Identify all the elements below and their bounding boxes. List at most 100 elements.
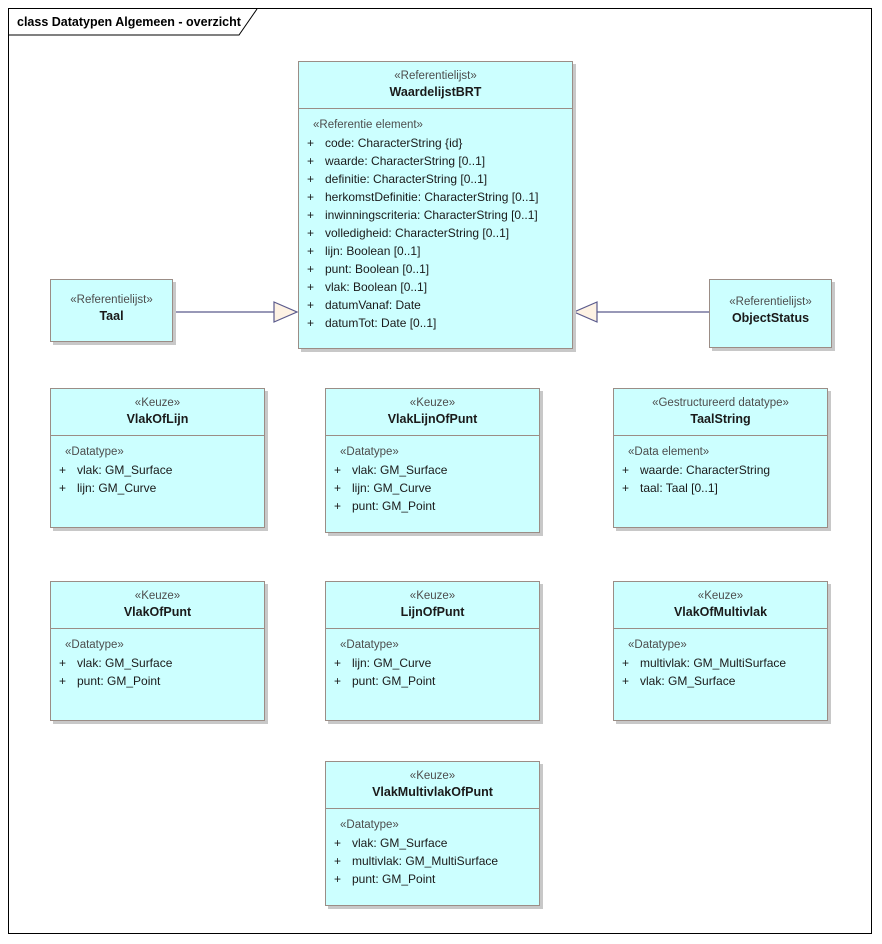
attribute-visibility: + (307, 136, 315, 150)
class-vlakmultivlakofpunt-attributes: «Datatype» + vlak: GM_Surface +multivlak: … (326, 809, 539, 896)
class-objectstatus-header: «Referentielijst» ObjectStatus (710, 280, 831, 334)
class-waardelijstbrt-stereotype: «Referentielijst» (394, 70, 477, 82)
attribute-text: herkomstDefinitie: CharacterString [0..1… (325, 190, 539, 204)
attribute-visibility: + (59, 481, 67, 495)
class-vlakofpunt-attribute-list: + vlak: GM_Surface + punt: GM_Point (51, 654, 264, 690)
class-vlakofpunt-header: «Keuze» VlakOfPunt (51, 582, 264, 629)
attribute-visibility: + (334, 656, 342, 670)
class-vlakoflijn-header: «Keuze» VlakOfLijn (51, 389, 264, 436)
class-vlaklijnofpunt-compartment-stereotype: «Datatype» (340, 446, 399, 458)
class-vlaklijnofpunt-name: VlakLijnOfPunt (387, 412, 478, 426)
attribute-row: +vlak: GM_Surface (614, 672, 827, 690)
class-taalstring-attributes: «Data element» +waarde: CharacterString+… (614, 436, 827, 505)
attribute-row: + herkomstDefinitie: CharacterString [0..… (299, 188, 572, 206)
attribute-row: +punt: GM_Point (326, 672, 539, 690)
class-taalstring-attribute-list: +waarde: CharacterString+taal: Taal [0..… (614, 461, 827, 497)
class-vlakmultivlakofpunt-name: VlakMultivlakOfPunt (372, 785, 493, 799)
class-vlakoflijn-name: VlakOfLijn (126, 412, 189, 426)
attribute-text: punt: GM_Point (77, 674, 161, 688)
attribute-text: taal: Taal [0..1] (640, 481, 718, 495)
attribute-text: volledigheid: CharacterString [0..1] (325, 226, 510, 240)
class-waardelijstbrt-header: «Referentielijst» WaardelijstBRT (299, 62, 572, 109)
class-vlaklijnofpunt-stereotype: «Keuze» (409, 397, 456, 409)
class-vlakmultivlakofpunt-compartment-stereotype: «Datatype» (340, 819, 399, 831)
class-vlakofmultivlak[interactable]: «Keuze» VlakOfMultivlak «Datatype» +mult… (613, 581, 828, 721)
generalization-taal-to-waardelijstbrt (173, 301, 299, 323)
attribute-text: datumTot: Date [0..1] (325, 316, 437, 330)
class-taal-header: «Referentielijst» Taal (51, 280, 172, 332)
attribute-text: vlak: GM_Surface (352, 836, 448, 850)
attribute-visibility: + (307, 172, 315, 186)
class-vlakofpunt[interactable]: «Keuze» VlakOfPunt «Datatype» +vlak: GM_… (50, 581, 265, 721)
attribute-row: + vlak: GM_Surface (51, 654, 264, 672)
attribute-visibility: + (334, 481, 342, 495)
attribute-visibility: + (334, 674, 342, 688)
attribute-visibility: + (307, 280, 315, 294)
class-vlakmultivlakofpunt-stereotype: «Keuze» (409, 770, 456, 782)
attribute-row: + vlak: GM_Surface (326, 461, 539, 479)
class-vlaklijnofpunt[interactable]: «Keuze» VlakLijnOfPunt «Datatype» + vlak:… (325, 388, 540, 533)
class-vlakofpunt-stereotype: «Keuze» (134, 590, 181, 602)
class-vlakofmultivlak-header: «Keuze» VlakOfMultivlak (614, 582, 827, 629)
class-vlakoflijn[interactable]: «Keuze» VlakOfLijn «Datatype» +vlak: GM_… (50, 388, 265, 528)
generalization-objectstatus-to-waardelijstbrt (572, 301, 709, 323)
attribute-visibility: + (334, 872, 342, 886)
attribute-text: vlak: GM_Surface (352, 463, 448, 477)
attribute-visibility: + (334, 499, 342, 513)
attribute-text: waarde: CharacterString [0..1] (325, 154, 486, 168)
attribute-visibility: + (307, 190, 315, 204)
class-waardelijstbrt[interactable]: «Referentielijst» WaardelijstBRT «Refere… (298, 61, 573, 349)
attribute-row: + lijn: GM_Curve (326, 479, 539, 497)
class-lijnofpunt[interactable]: «Keuze» LijnOfPunt «Datatype» +lijn: GM_… (325, 581, 540, 721)
attribute-row: + datumVanaf: Date (299, 296, 572, 314)
attribute-text: punt: GM_Point (352, 872, 436, 886)
attribute-text: punt: Boolean [0..1] (325, 262, 430, 276)
attribute-visibility: + (307, 262, 315, 276)
class-vlakmultivlakofpunt-header: «Keuze» VlakMultivlakOfPunt (326, 762, 539, 809)
class-lijnofpunt-attributes: «Datatype» + lijn: GM_Curve +punt: GM_Poin… (326, 629, 539, 698)
attribute-row: +multivlak: GM_MultiSurface (326, 852, 539, 870)
attribute-text: waarde: CharacterString (640, 463, 771, 477)
class-taalstring[interactable]: «Gestructureerd datatype» TaalString «Da… (613, 388, 828, 528)
attribute-row: + punt: Boolean [0..1] (299, 260, 572, 278)
class-taalstring-stereotype: «Gestructureerd datatype» (652, 397, 789, 409)
class-vlakmultivlakofpunt-attribute-list: + vlak: GM_Surface +multivlak: GM_MultiSur… (326, 834, 539, 888)
attribute-row: +volledigheid: CharacterString [0..1] (299, 224, 572, 242)
class-vlakmultivlakofpunt[interactable]: «Keuze» VlakMultivlakOfPunt «Datatype» +… (325, 761, 540, 906)
attribute-row: +definitie: CharacterString [0..1] (299, 170, 572, 188)
attribute-text: lijn: GM_Curve (352, 656, 432, 670)
attribute-text: lijn: GM_Curve (77, 481, 157, 495)
class-lijnofpunt-attribute-list: + lijn: GM_Curve +punt: GM_Point (326, 654, 539, 690)
class-vlaklijnofpunt-attributes: «Datatype» + vlak: GM_Surface + lijn: GM_Cu… (326, 436, 539, 523)
frame-title-tab: class Datatypen Algemeen - overzicht (9, 9, 271, 36)
attribute-text: vlak: Boolean [0..1] (325, 280, 428, 294)
attribute-text: inwinningscriteria: CharacterString [0..… (325, 208, 538, 222)
attribute-visibility: + (334, 463, 342, 477)
attribute-row: + vlak: Boolean [0..1] (299, 278, 572, 296)
attribute-visibility: + (59, 674, 67, 688)
class-taal-stereotype: «Referentielijst» (70, 294, 153, 306)
attribute-row: +lijn: Boolean [0..1] (299, 242, 572, 260)
attribute-row: + lijn: GM_Curve (51, 479, 264, 497)
class-taal[interactable]: «Referentielijst» Taal (50, 279, 173, 342)
attribute-visibility: + (622, 674, 630, 688)
attribute-visibility: + (307, 298, 315, 312)
class-taalstring-header: «Gestructureerd datatype» TaalString (614, 389, 827, 436)
attribute-visibility: + (334, 836, 342, 850)
attribute-visibility: + (334, 854, 342, 868)
attribute-text: vlak: GM_Surface (77, 656, 173, 670)
attribute-visibility: + (622, 481, 630, 495)
attribute-text: code: CharacterString {id} (325, 136, 463, 150)
attribute-row: + vlak: GM_Surface (326, 834, 539, 852)
class-vlakoflijn-stereotype: «Keuze» (134, 397, 181, 409)
class-vlakoflijn-attribute-list: +vlak: GM_Surface+lijn: GM_Curve (51, 461, 264, 497)
class-vlakofmultivlak-attributes: «Datatype» +multivlak: GM_MultiSurface+v… (614, 629, 827, 698)
class-objectstatus[interactable]: «Referentielijst» ObjectStatus (709, 279, 832, 348)
class-lijnofpunt-compartment-stereotype: «Datatype» (340, 639, 399, 651)
attribute-text: punt: GM_Point (352, 499, 436, 513)
attribute-visibility: + (59, 656, 67, 670)
class-lijnofpunt-name: LijnOfPunt (400, 605, 465, 619)
class-vlakoflijn-compartment-stereotype: «Datatype» (65, 446, 124, 458)
attribute-text: lijn: GM_Curve (352, 481, 432, 495)
attribute-text: datumVanaf: Date (325, 298, 421, 312)
